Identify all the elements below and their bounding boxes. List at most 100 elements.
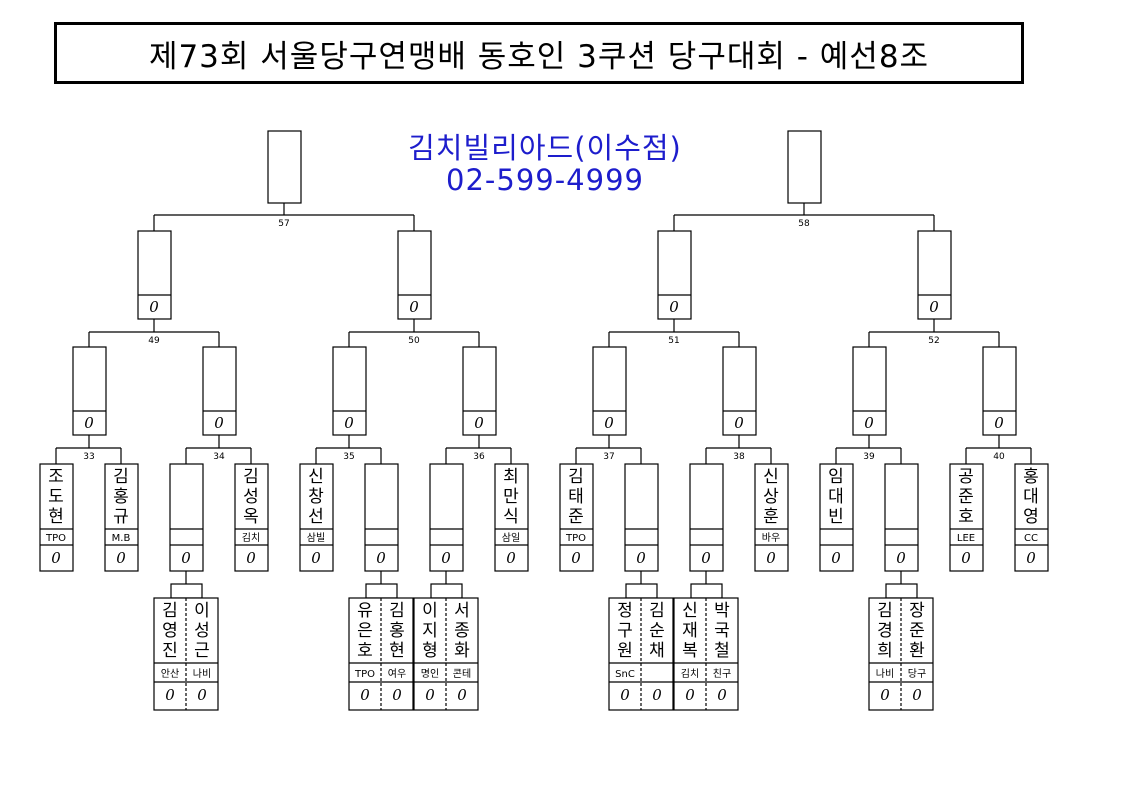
player-club: 여우 <box>388 668 406 680</box>
player-name: 김영진 <box>162 601 178 661</box>
score-value: 0 <box>214 414 224 432</box>
match-number-box <box>885 583 918 599</box>
player-club: 김치 <box>242 532 260 544</box>
player-name: 유은호 <box>357 601 373 661</box>
score-value: 0 <box>425 686 435 704</box>
name-char: 영 <box>162 621 178 641</box>
name-char: 김 <box>568 467 584 487</box>
name-char: 이 <box>422 601 438 621</box>
score-value: 0 <box>961 549 971 567</box>
name-char: 국 <box>714 621 730 641</box>
name-char: 빈 <box>828 507 844 527</box>
match-number: 38 <box>733 452 745 462</box>
player-name: 최만식 <box>503 467 519 527</box>
score-value: 0 <box>360 686 370 704</box>
match-number: 51 <box>668 336 679 346</box>
name-char: 현 <box>48 507 64 527</box>
name-char: 대 <box>1023 487 1039 507</box>
match-number: 39 <box>863 452 875 462</box>
match-number: 36 <box>473 452 485 462</box>
score-value: 0 <box>636 549 646 567</box>
player-slot <box>949 463 984 572</box>
round3-slot <box>722 346 757 436</box>
score-value: 0 <box>165 686 175 704</box>
match-number: 50 <box>408 336 420 346</box>
name-char: 홍 <box>389 621 405 641</box>
name-char: 복 <box>682 641 698 661</box>
name-char: 신 <box>308 467 324 487</box>
score-value: 0 <box>880 686 890 704</box>
score-value: 0 <box>766 549 776 567</box>
name-char: 태 <box>568 487 584 507</box>
player-name: 장준환 <box>909 601 925 661</box>
player-slot <box>559 463 594 572</box>
player-club: LEE <box>957 533 975 544</box>
name-char: 구 <box>617 621 633 641</box>
match-number-box <box>365 583 398 599</box>
score-value: 0 <box>994 414 1004 432</box>
round3-slot <box>202 346 237 436</box>
score-value: 0 <box>669 298 679 316</box>
name-char: 준 <box>958 487 974 507</box>
name-char: 철 <box>714 641 730 661</box>
score-value: 0 <box>896 549 906 567</box>
player-club: 나비 <box>193 668 211 680</box>
player-slot <box>689 463 724 572</box>
name-char: 현 <box>389 641 405 661</box>
score-value: 0 <box>181 549 191 567</box>
score-value: 0 <box>604 414 614 432</box>
player-club: 콘테 <box>453 668 471 680</box>
score-value: 0 <box>392 686 402 704</box>
name-char: 채 <box>649 641 665 661</box>
score-value: 0 <box>246 549 256 567</box>
match-number: 33 <box>83 452 94 462</box>
score-value: 0 <box>376 549 386 567</box>
name-char: 김 <box>113 467 129 487</box>
score-value: 0 <box>344 414 354 432</box>
name-char: 원 <box>617 641 633 661</box>
player-name: 김경희 <box>877 601 893 661</box>
player-club: 삼빌 <box>307 532 325 544</box>
match-number: 34 <box>213 452 225 462</box>
venue-phone: 02-599-4999 <box>446 163 644 197</box>
name-char: 희 <box>877 641 893 661</box>
player-club: CC <box>1024 533 1038 544</box>
name-char: 훈 <box>763 507 779 527</box>
name-char: 유 <box>357 601 373 621</box>
player-name: 김홍규 <box>113 467 129 527</box>
name-char: 조 <box>48 467 64 487</box>
player-slot <box>104 463 139 572</box>
name-char: 공 <box>958 467 974 487</box>
venue-info: 김치빌리아드(이수점) 02-599-4999 <box>330 132 760 196</box>
name-char: 경 <box>877 621 893 641</box>
final-slot <box>787 130 822 204</box>
player-club: 삼일 <box>502 532 520 544</box>
player-name: 김순채 <box>649 601 665 661</box>
score-value: 0 <box>701 549 711 567</box>
round2-slot <box>137 230 172 320</box>
page-title: 제73회 서울당구연맹배 동호인 3쿠션 당구대회 - 예선8조 <box>54 22 1024 84</box>
player-name: 신재복 <box>682 601 698 661</box>
venue-name: 김치빌리아드(이수점) <box>408 131 682 165</box>
name-char: 김 <box>243 467 259 487</box>
name-char: 이 <box>194 601 210 621</box>
name-char: 창 <box>308 487 324 507</box>
name-char: 홍 <box>113 487 129 507</box>
player-name: 서종화 <box>454 601 470 661</box>
match-number: 52 <box>928 336 939 346</box>
name-char: 형 <box>422 641 438 661</box>
name-char: 홍 <box>1023 467 1039 487</box>
score-value: 0 <box>685 686 695 704</box>
name-char: 박 <box>714 601 730 621</box>
player-club: SnC <box>615 669 635 680</box>
player-slot <box>819 463 854 572</box>
player-name: 공준호 <box>958 467 974 527</box>
match-number: 58 <box>798 219 810 229</box>
name-char: 장 <box>909 601 925 621</box>
score-value: 0 <box>734 414 744 432</box>
score-value: 0 <box>717 686 727 704</box>
player-club: TPO <box>45 533 66 544</box>
player-name: 김성옥 <box>243 467 259 527</box>
score-value: 0 <box>116 549 126 567</box>
score-value: 0 <box>506 549 516 567</box>
